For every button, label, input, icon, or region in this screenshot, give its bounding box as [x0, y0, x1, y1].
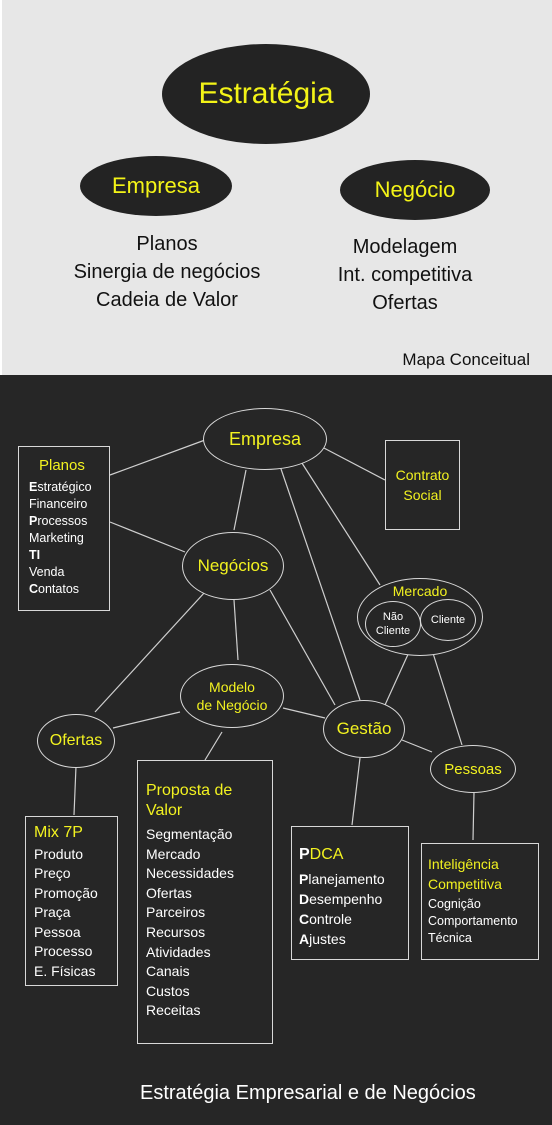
planos-item: Processos — [29, 514, 88, 528]
bottom-caption: Estratégia Empresarial e de Negócios — [140, 1082, 476, 1104]
connector-planos-negocios — [109, 521, 186, 553]
node-cliente: Cliente — [420, 599, 476, 641]
business-label: Negócio — [374, 177, 456, 202]
connector-empresa-contrato — [321, 446, 386, 481]
pdca-item: Ajustes — [299, 931, 346, 947]
node-empresa-label: Empresa — [228, 428, 302, 449]
box-contrato-social: Contrato Social — [385, 440, 460, 530]
business-item: Modelagem — [352, 236, 458, 258]
connector-gestao-pessoas — [401, 739, 433, 753]
node-gestao-label: Gestão — [336, 719, 392, 738]
inteligencia-item: Comportamento — [428, 914, 518, 928]
mix7p-item: Pessoa — [34, 923, 81, 940]
mix7p-item: Preço — [34, 865, 71, 881]
connector-modelo-gestao — [282, 707, 326, 719]
box-contrato-social-label: Contrato Social — [395, 467, 450, 503]
connector-empresa-planos — [109, 439, 206, 476]
strategy-label: Estratégia — [198, 77, 334, 110]
node-pessoas-label: Pessoas — [444, 760, 502, 778]
box-proposta-valor-title: Proposta de Valor — [146, 782, 233, 819]
node-mercado-label: Mercado — [392, 583, 448, 599]
box-planos: Planos Estratégico Financeiro Processos … — [18, 446, 110, 611]
connector-empresa-gestao — [279, 465, 361, 701]
mix7p-item: E. Físicas — [34, 962, 96, 979]
mix7p-item: Praça — [34, 904, 71, 920]
planos-item: Contatos — [29, 582, 80, 596]
node-cliente-label: Cliente — [430, 614, 466, 626]
company-item: Planos — [136, 233, 198, 255]
proposta-item: Receitas — [146, 1002, 201, 1019]
proposta-item: Necessidades — [146, 865, 234, 882]
node-nao-cliente: Não Cliente — [365, 601, 421, 647]
company-item: Cadeia de Valor — [96, 289, 238, 311]
company-label: Empresa — [111, 173, 201, 198]
business-item: Ofertas — [372, 292, 438, 314]
connector-mercado-gestao — [384, 649, 411, 706]
planos-item: Financeiro — [29, 497, 88, 511]
mix7p-item: Promoção — [34, 884, 98, 901]
node-mercado: Mercado Não Cliente Cliente — [357, 578, 483, 656]
inteligencia-item: Técnica — [428, 931, 472, 945]
box-pdca-title: PDCA — [299, 846, 344, 863]
node-modelo-negocio: Modelo de Negócio — [180, 664, 284, 728]
concept-map-panel: Estratégia Empresa Negócio Planos Sinerg… — [0, 0, 552, 375]
connector-empresa-negocios — [233, 469, 247, 531]
business-node: Negócio — [340, 160, 490, 220]
node-negocios-label: Negócios — [197, 556, 269, 575]
connector-ofertas-mix — [73, 765, 77, 816]
node-ofertas-label: Ofertas — [49, 732, 103, 749]
pdca-item: Desempenho — [299, 891, 383, 907]
proposta-item: Mercado — [146, 845, 201, 862]
strategy-node: Estratégia — [162, 44, 370, 144]
node-pessoas: Pessoas — [430, 745, 516, 793]
proposta-item: Recursos — [146, 923, 206, 940]
node-ofertas: Ofertas — [37, 714, 115, 768]
planos-item: Marketing — [29, 531, 84, 545]
business-items: Modelagem Int. competitiva Ofertas — [305, 233, 505, 317]
mix7p-item: Produto — [34, 845, 84, 862]
node-nao-cliente-label: Não Cliente — [375, 611, 411, 637]
box-planos-title: Planos — [39, 457, 85, 474]
node-empresa: Empresa — [203, 408, 327, 470]
connector-negocios-modelo — [233, 599, 239, 661]
node-modelo-negocio-label: Modelo de Negócio — [196, 679, 268, 713]
company-item: Sinergia de negócios — [73, 261, 261, 283]
business-item: Int. competitiva — [337, 264, 473, 286]
planos-item: Estratégico — [29, 480, 92, 494]
connector-pessoas-inteligencia — [472, 791, 475, 841]
connector-empresa-mercado — [299, 459, 381, 586]
connector-gestao-pdca — [351, 757, 361, 826]
node-negocios: Negócios — [182, 532, 284, 600]
proposta-item: Canais — [146, 963, 190, 980]
concept-map-caption: Mapa Conceitual — [402, 350, 530, 369]
planos-item: TI — [29, 548, 41, 562]
connector-negocios-ofertas — [94, 591, 206, 713]
proposta-item: Atividades — [146, 943, 211, 960]
connector-modelo-ofertas — [112, 711, 181, 729]
inteligencia-item: Cognição — [428, 897, 481, 911]
pdca-item: Controle — [299, 911, 352, 927]
proposta-item: Ofertas — [146, 884, 192, 901]
planos-item: Venda — [29, 565, 65, 579]
box-pdca: PDCA Planejamento Desempenho Controle Aj… — [291, 826, 409, 960]
box-inteligencia: Inteligência Competitiva Cognição Compor… — [421, 843, 539, 960]
mix7p-item: Processo — [34, 943, 93, 959]
company-items: Planos Sinergia de negócios Cadeia de Va… — [42, 230, 292, 314]
company-node: Empresa — [80, 156, 232, 216]
box-proposta-valor: Proposta de Valor Segmentação Mercado Ne… — [137, 760, 273, 1044]
box-mix7p: Mix 7P Produto Preço Promoção Praça Pess… — [25, 816, 118, 986]
proposta-item: Parceiros — [146, 904, 206, 921]
box-mix7p-title: Mix 7P — [34, 824, 83, 841]
node-gestao: Gestão — [323, 700, 405, 758]
connector-modelo-proposta — [204, 731, 223, 761]
connector-mercado-pessoas — [431, 649, 463, 746]
box-inteligencia-title: Inteligência Competitiva — [428, 856, 502, 892]
proposta-item: Custos — [146, 982, 190, 999]
proposta-item: Segmentação — [146, 826, 233, 842]
pdca-item: Planejamento — [299, 871, 385, 887]
connector-negocios-gestao — [269, 589, 336, 706]
